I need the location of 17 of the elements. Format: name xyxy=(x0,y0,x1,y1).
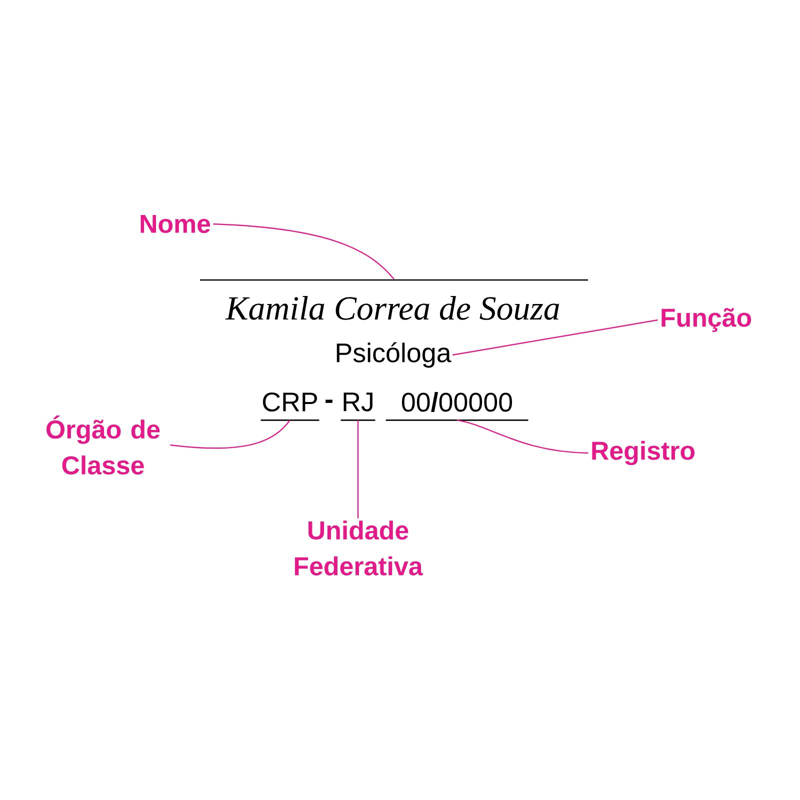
function-label: Função xyxy=(662,308,752,332)
leader-line xyxy=(452,319,658,356)
leader-line xyxy=(170,420,290,449)
unit-label: Unidade Federativa xyxy=(294,520,423,576)
title-text: Psicóloga xyxy=(336,342,452,368)
body-label: Órgão de Classe xyxy=(46,415,160,475)
rule-line xyxy=(200,279,588,281)
registration-text: 00/00000 xyxy=(386,392,528,421)
name-text: Kamila Correa de Souza xyxy=(225,296,560,320)
registration-text: RJ xyxy=(340,392,376,421)
nome-label: Nome xyxy=(140,214,210,234)
registration-text: CRP xyxy=(260,392,320,421)
registry-label: Registro xyxy=(592,440,695,466)
leader-line xyxy=(456,420,588,454)
leader-line xyxy=(357,420,359,518)
leader-line xyxy=(213,223,394,280)
dash-sign: - xyxy=(326,400,332,403)
